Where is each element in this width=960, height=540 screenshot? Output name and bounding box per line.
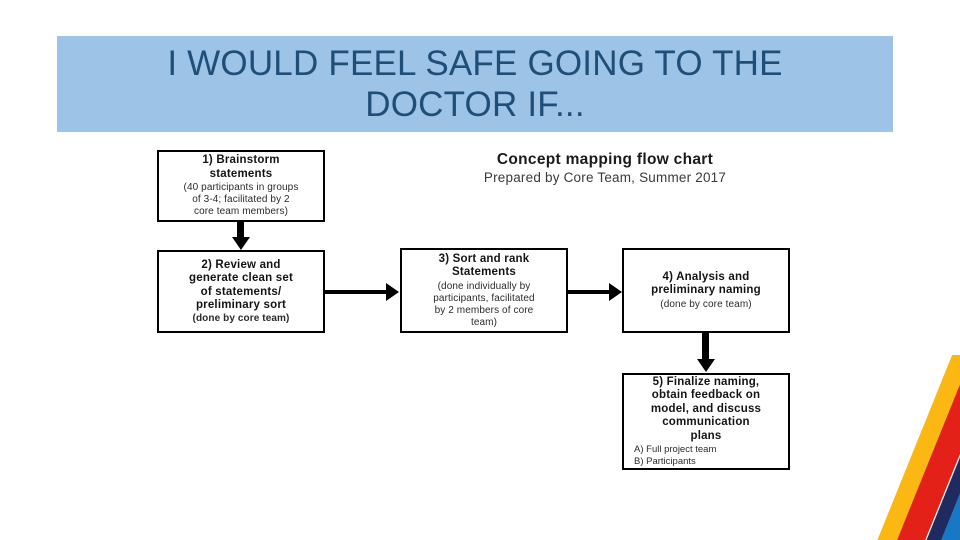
flow-step-2-box: 2) Review and generate clean set of stat… — [157, 250, 325, 333]
flowchart-heading: Concept mapping flow chart Prepared by C… — [420, 151, 790, 186]
arrow-step3-to-step4-icon — [568, 290, 610, 294]
stripe-blue — [927, 355, 960, 540]
corner-stripes-decoration — [810, 355, 960, 540]
arrow-step4-to-step5-icon — [702, 333, 709, 360]
flow-step-1-detail: (40 participants in groups of 3-4; facil… — [183, 182, 299, 217]
flow-step-4-box: 4) Analysis and preliminary naming (done… — [622, 248, 790, 333]
stripe-navy — [911, 355, 960, 540]
stripe-red — [882, 355, 960, 540]
title-banner: I WOULD FEEL SAFE GOING TO THE DOCTOR IF… — [57, 36, 893, 132]
flow-step-5-box: 5) Finalize naming, obtain feedback on m… — [622, 373, 790, 470]
flow-step-1-title: 1) Brainstorm statements — [202, 154, 280, 180]
flow-step-3-title: 3) Sort and rank Statements — [438, 252, 530, 279]
flow-step-3-box: 3) Sort and rank Statements (done indivi… — [400, 248, 568, 333]
arrow-step1-to-step2-icon — [237, 222, 244, 238]
flow-step-2-title: 2) Review and generate clean set of stat… — [189, 258, 293, 312]
flow-step-4-detail: (done by core team) — [660, 298, 752, 310]
flow-step-4-title: 4) Analysis and preliminary naming — [651, 270, 761, 297]
flow-step-3-detail: (done individually by participants, faci… — [433, 280, 535, 328]
flowchart-heading-title: Concept mapping flow chart — [496, 151, 714, 168]
flow-step-5-title: 5) Finalize naming, obtain feedback on m… — [650, 375, 762, 442]
flow-step-1-box: 1) Brainstorm statements (40 participant… — [157, 150, 325, 222]
flow-step-2-detail: (done by core team) — [192, 312, 290, 324]
flowchart-heading-subtitle: Prepared by Core Team, Summer 2017 — [483, 170, 727, 185]
stripe-gold — [862, 355, 960, 540]
flow-step-5-participants-list: A) Full project team B) Participants — [634, 444, 717, 467]
page-title: I WOULD FEEL SAFE GOING TO THE DOCTOR IF… — [167, 44, 783, 124]
arrow-step2-to-step3-icon — [325, 290, 387, 294]
concept-mapping-flow-chart: Concept mapping flow chart Prepared by C… — [0, 138, 830, 488]
